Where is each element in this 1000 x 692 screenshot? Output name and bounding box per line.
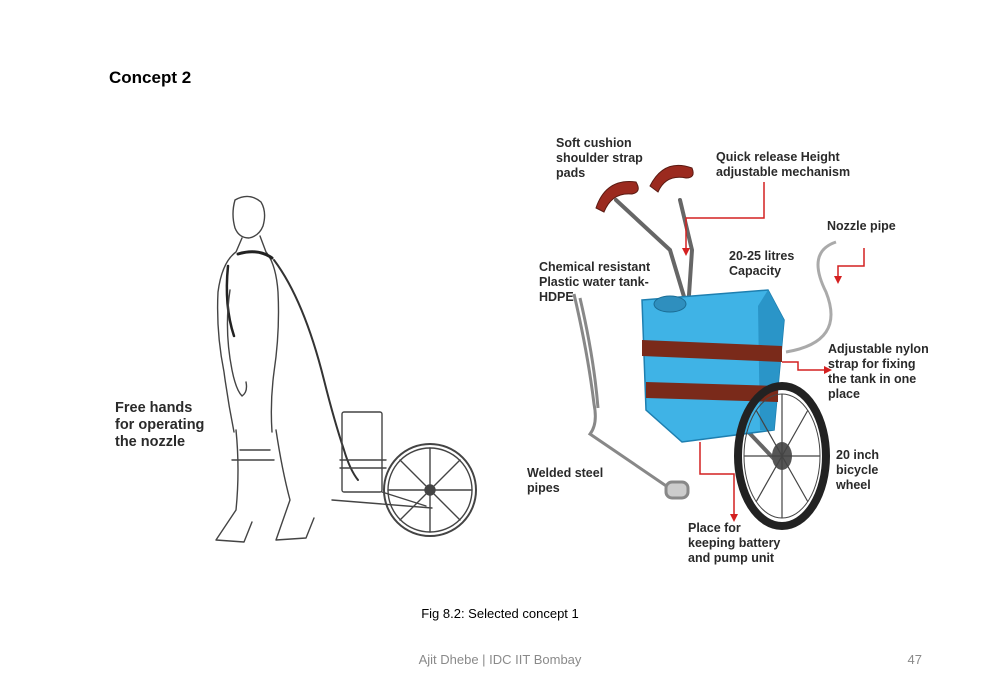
figure-caption: Fig 8.2: Selected concept 1 — [421, 606, 579, 621]
sprayer-cart-drawing — [572, 164, 865, 530]
nozzle-pipe-label: Nozzle pipe — [827, 219, 896, 233]
page-number: 47 — [907, 652, 922, 667]
battery-place-label: Place for keeping battery and pump unit — [688, 521, 781, 565]
height-mechanism-label: Quick release Height adjustable mechanis… — [716, 150, 851, 179]
page-footer: Ajit Dhebe | IDC IIT Bombay — [418, 652, 582, 667]
section-heading: Concept 2 — [109, 68, 192, 87]
tank-material-label: Chemical resistant Plastic water tank- H… — [539, 260, 651, 304]
wheel-label: 20 inch bicycle wheel — [836, 448, 880, 492]
shoulder-pads-label: Soft cushion shoulder strap pads — [556, 136, 643, 180]
person-cart-sketch: Free hands for operating the nozzle — [100, 180, 490, 560]
person-cart-drawing — [215, 195, 477, 543]
nylon-strap-label: Adjustable nylon strap for fixing the ta… — [828, 342, 929, 401]
capacity-label: 20-25 litres Capacity — [729, 249, 795, 278]
free-hands-label: Free hands for operating the nozzle — [115, 400, 205, 450]
steel-pipes-label: Welded steel pipes — [527, 466, 604, 495]
sprayer-cart-illustration: Soft cushion shoulder strap pads Quick r… — [520, 130, 950, 580]
